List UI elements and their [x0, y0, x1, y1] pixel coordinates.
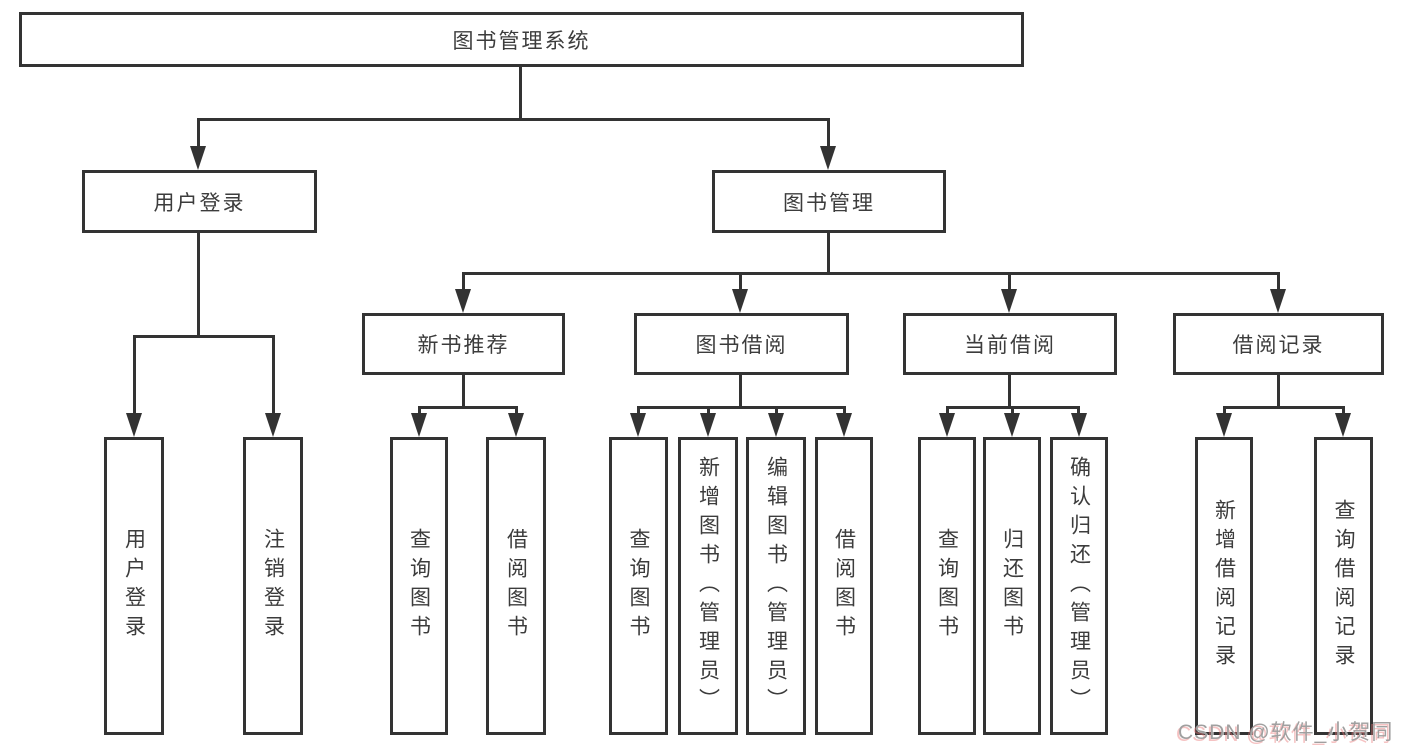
- arrowhead-currentborrow: [1001, 289, 1017, 313]
- arrowhead-cb2: [1071, 413, 1087, 437]
- leaf-newbook-borrow-books: 借阅图书: [486, 437, 546, 735]
- leaf-borrow-edit-books-admin: 编辑图书（管理员）: [746, 437, 806, 735]
- leaf-current-return-books: 归还图书: [983, 437, 1041, 735]
- connector-drop-br0: [1223, 406, 1226, 416]
- arrowhead-book-mgmt: [820, 146, 836, 170]
- arrowhead-bookborrow: [732, 289, 748, 313]
- leaf-current-confirm-return-admin: 确认归还（管理员）: [1050, 437, 1108, 735]
- connector-drop-bb0: [637, 406, 640, 416]
- connector-drop-bookborrow: [739, 272, 742, 292]
- node-user-login: 用户登录: [82, 170, 317, 233]
- connector-bookmgmt-stem: [827, 232, 830, 274]
- node-book-borrow: 图书借阅: [634, 313, 849, 375]
- node-borrow-record: 借阅记录: [1173, 313, 1384, 375]
- connector-userlogin-stem: [197, 233, 200, 338]
- leaf-record-add-record: 新增借阅记录: [1195, 437, 1253, 735]
- connector-borrowrecord-stem: [1277, 375, 1280, 408]
- node-new-book-recommend: 新书推荐: [362, 313, 565, 375]
- connector-drop-borrowrecord: [1277, 272, 1280, 292]
- arrowhead-cb0: [939, 413, 955, 437]
- arrowhead-br0: [1216, 413, 1232, 437]
- connector-drop-br1: [1342, 406, 1345, 416]
- leaf-borrow-add-books-admin: 新增图书（管理员）: [678, 437, 738, 735]
- connector-drop-bb1: [707, 406, 710, 416]
- arrowhead-nb0: [411, 413, 427, 437]
- connector-drop-logout: [272, 335, 275, 417]
- arrowhead-login: [126, 413, 142, 437]
- connector-bookborrow-bus: [637, 406, 845, 409]
- leaf-current-query-books: 查询图书: [918, 437, 976, 735]
- arrowhead-br1: [1335, 413, 1351, 437]
- connector-drop-book-mgmt: [827, 118, 830, 150]
- csdn-watermark: CSDN @软件_小贺同学: [1178, 721, 1394, 744]
- connector-drop-newbook: [462, 272, 465, 292]
- connector-root-stem: [519, 67, 522, 120]
- arrowhead-cb1: [1004, 413, 1020, 437]
- connector-level3-bus: [462, 272, 1280, 275]
- connector-drop-login: [133, 335, 136, 417]
- connector-newbook-stem: [462, 375, 465, 408]
- leaf-newbook-query-books: 查询图书: [390, 437, 448, 735]
- connector-level2-bus: [197, 118, 830, 121]
- connector-drop-cb0: [946, 406, 949, 416]
- connector-userlogin-bus: [133, 335, 275, 338]
- leaf-logout: 注销登录: [243, 437, 303, 735]
- arrowhead-user-login: [190, 146, 206, 170]
- connector-drop-bb3: [843, 406, 846, 416]
- connector-newbook-bus: [418, 406, 518, 409]
- node-current-borrow: 当前借阅: [903, 313, 1117, 375]
- node-library-system: 图书管理系统: [19, 12, 1024, 67]
- arrowhead-bb0: [630, 413, 646, 437]
- arrowhead-bb1: [700, 413, 716, 437]
- arrowhead-newbook: [455, 289, 471, 313]
- connector-currentborrow-stem: [1008, 375, 1011, 408]
- arrowhead-bb3: [836, 413, 852, 437]
- connector-drop-cb1: [1011, 406, 1014, 416]
- leaf-borrow-query-books: 查询图书: [609, 437, 668, 735]
- leaf-record-query-record: 查询借阅记录: [1314, 437, 1373, 735]
- connector-drop-nb1: [515, 406, 518, 416]
- connector-bookborrow-stem: [739, 375, 742, 408]
- leaf-borrow-borrow-books: 借阅图书: [815, 437, 873, 735]
- connector-drop-bb2: [775, 406, 778, 416]
- arrowhead-nb1: [508, 413, 524, 437]
- arrowhead-bb2: [768, 413, 784, 437]
- arrowhead-logout: [265, 413, 281, 437]
- node-book-management: 图书管理: [712, 170, 946, 233]
- arrowhead-borrowrecord: [1270, 289, 1286, 313]
- connector-drop-cb2: [1077, 406, 1080, 416]
- leaf-user-login: 用户登录: [104, 437, 164, 735]
- connector-drop-user-login: [197, 118, 200, 150]
- connector-borrowrecord-bus: [1223, 406, 1345, 409]
- connector-drop-currentborrow: [1008, 272, 1011, 292]
- connector-drop-nb0: [418, 406, 421, 416]
